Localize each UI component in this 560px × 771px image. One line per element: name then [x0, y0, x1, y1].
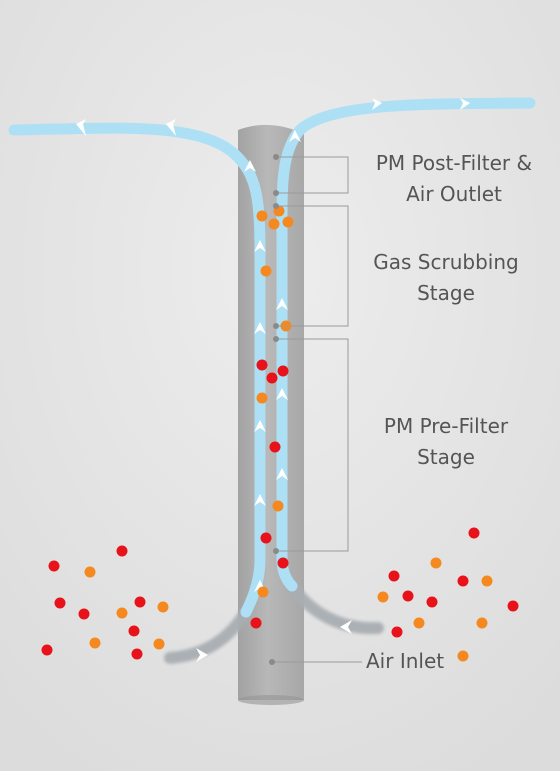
particle — [269, 441, 281, 453]
marker-dot — [273, 190, 279, 196]
particle — [256, 359, 268, 371]
bracket-post-filter — [276, 156, 349, 194]
inlet-flow-left — [164, 606, 252, 664]
particle — [468, 527, 480, 539]
particle — [277, 365, 289, 377]
particle — [507, 600, 519, 612]
particle — [256, 392, 268, 404]
particle — [116, 607, 128, 619]
arrow-left-1 — [76, 119, 86, 136]
particle — [41, 644, 53, 656]
arrow-inlet-right — [340, 620, 352, 634]
particle — [272, 500, 284, 512]
bracket-pre-filter — [276, 338, 349, 552]
particle — [388, 570, 400, 582]
arrow-right-2 — [460, 98, 470, 110]
particle — [391, 626, 403, 638]
arrow-up-r1 — [276, 298, 288, 310]
particle — [426, 596, 438, 608]
particles-orange — [84, 205, 493, 662]
arrow-up-r4 — [289, 130, 301, 142]
marker-dot — [273, 323, 279, 329]
particle — [256, 210, 268, 222]
particles-red — [41, 359, 519, 660]
particle — [84, 566, 96, 578]
particle — [260, 265, 272, 277]
particle — [260, 532, 272, 544]
marker-dot — [273, 336, 279, 342]
marker-dot — [269, 659, 275, 665]
stage-brackets — [272, 156, 362, 663]
particle — [402, 590, 414, 602]
particle — [457, 650, 469, 662]
particle — [266, 372, 278, 384]
arrow-up-l2 — [254, 322, 266, 334]
particle — [116, 545, 128, 557]
inlet-flow-right — [286, 580, 384, 635]
particle — [134, 596, 146, 608]
particle — [157, 601, 169, 613]
arrow-up-l4 — [254, 494, 266, 506]
particle — [128, 625, 140, 637]
particle — [89, 637, 101, 649]
particle — [78, 608, 90, 620]
particle — [268, 218, 280, 230]
particle — [282, 216, 294, 228]
particle — [131, 648, 143, 660]
arrow-up-l1 — [254, 240, 266, 252]
particle — [430, 557, 442, 569]
marker-dot — [273, 154, 279, 160]
particle — [481, 575, 493, 587]
particle — [277, 557, 289, 569]
arrow-right-1 — [372, 98, 382, 110]
arrow-up-r2 — [276, 388, 288, 400]
air-flow-left-outlet — [8, 122, 266, 618]
stage-markers — [269, 154, 279, 665]
label-gas-scrubbing: Gas Scrubbing Stage — [373, 250, 519, 305]
particle — [377, 591, 389, 603]
particle — [457, 575, 469, 587]
particle — [48, 560, 60, 572]
arrow-up-l6 — [244, 160, 256, 172]
label-air-inlet: Air Inlet — [366, 649, 445, 673]
particle — [257, 586, 269, 598]
particle — [54, 597, 66, 609]
arrow-inlet-left — [196, 648, 208, 662]
inlet-flow-streams — [164, 580, 384, 664]
arrow-up-l3 — [254, 420, 266, 432]
marker-dot — [273, 548, 279, 554]
marker-dot — [273, 203, 279, 209]
particle — [153, 638, 165, 650]
arrow-up-r3 — [276, 468, 288, 480]
label-pre-filter: PM Pre-Filter Stage — [383, 414, 509, 469]
bracket-gas-scrubbing — [276, 205, 349, 327]
arrow-left-2 — [166, 119, 176, 136]
label-post-filter: PM Post-Filter & Air Outlet — [375, 151, 533, 206]
flow-arrows — [76, 98, 470, 662]
particle — [250, 617, 262, 629]
particle — [476, 617, 488, 629]
particle — [413, 617, 425, 629]
